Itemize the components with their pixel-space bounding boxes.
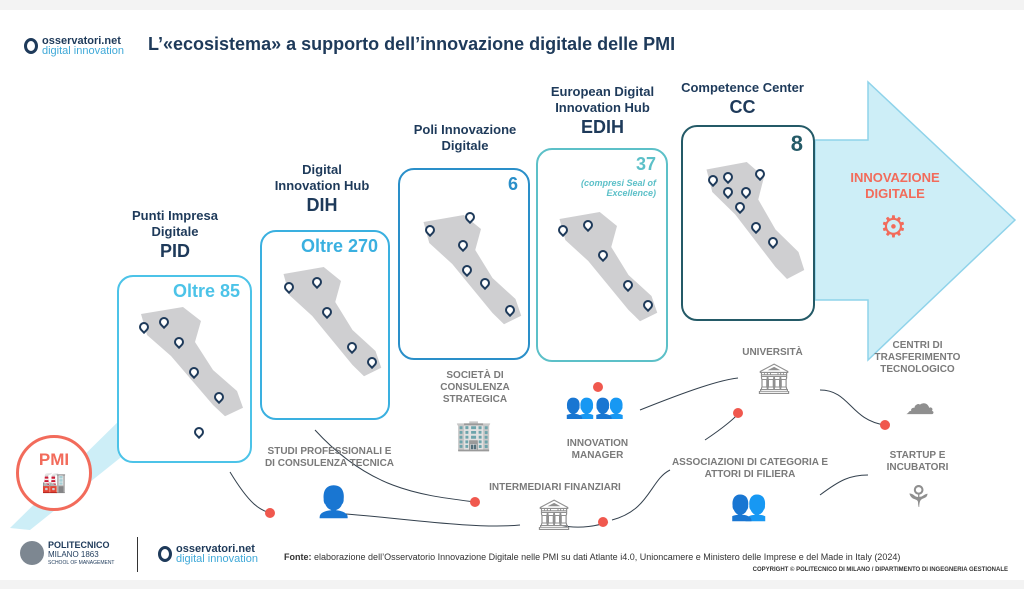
robot-arm-icon: ⚙	[880, 211, 907, 244]
actor-startup: STARTUP E INCUBATORI	[886, 450, 949, 473]
actor-associazioni: ASSOCIAZIONI DI CATEGORIA E ATTORI DI FI…	[671, 457, 829, 480]
factory-icon: 🏭	[41, 472, 67, 494]
connector-dot	[733, 408, 743, 418]
polimi-seal-icon	[20, 541, 44, 565]
connector-line	[819, 474, 869, 496]
page-title: L’«ecosistema» a supporto dell’innovazio…	[148, 34, 676, 54]
people-icon: 👥👥	[565, 393, 625, 420]
stage-note: (compresi Seal of Excellence)	[580, 178, 656, 198]
startup-icon: ⚘	[905, 481, 932, 514]
footer-divider	[137, 537, 138, 572]
map-pin-icon	[191, 424, 207, 440]
actor-centri: CENTRI DI TRASFERIMENTO TECNOLOGICO	[874, 340, 961, 375]
connector-line	[314, 429, 476, 503]
connector-dot	[598, 517, 608, 527]
source-note: Fonte: elaborazione dell’Osservatorio In…	[284, 552, 901, 562]
consultant-icon: 👤	[315, 486, 353, 519]
pmi-label: PMI	[38, 450, 70, 469]
university-icon: 🏛	[755, 363, 794, 396]
innovation-label: INNOVAZIONE DIGITALE	[850, 170, 940, 201]
stage-box-edih[interactable]: 37 (compresi Seal of Excellence)	[536, 148, 668, 362]
stage-label-poli: Poli Innovazione Digitale	[413, 122, 517, 153]
actor-universita: UNIVERSITÀ	[742, 347, 803, 358]
stage-box-poli[interactable]: 6	[398, 168, 530, 360]
actor-intermediari: INTERMEDIARI FINANZIARI	[489, 482, 621, 493]
stage-box-pid[interactable]: Oltre 85	[117, 275, 252, 463]
connector-line	[229, 471, 271, 514]
stage-count: 6	[507, 174, 518, 194]
stage-count: Oltre 85	[172, 281, 240, 301]
copyright: COPYRIGHT © POLITECNICO DI MILANO / DIPA…	[752, 567, 1008, 573]
pmi-circle: PMI 🏭	[16, 435, 92, 511]
actor-societa: SOCIETÀ DI CONSULENZA STRATEGICA	[440, 370, 510, 405]
connector-line	[639, 377, 739, 411]
connector-dot	[470, 497, 480, 507]
bank-icon: 🏛	[535, 499, 574, 532]
connector-dot	[880, 420, 890, 430]
cloud-network-icon: ☁	[905, 388, 935, 421]
connector-dot	[593, 382, 603, 392]
stage-count: 8	[790, 131, 803, 156]
innovation-arrow	[814, 80, 1017, 362]
stage-count: 37	[635, 154, 656, 174]
stage-box-cc[interactable]: 8	[681, 125, 815, 321]
connector-line	[611, 469, 671, 521]
actor-manager: INNOVATION MANAGER	[566, 438, 629, 461]
stage-count: Oltre 270	[300, 236, 378, 256]
stage-box-dih[interactable]: Oltre 270	[260, 230, 390, 420]
actor-studi: STUDI PROFESSIONALI E DI CONSULENZA TECN…	[264, 446, 395, 469]
connector-line	[819, 389, 886, 426]
group-icon: 👥	[730, 489, 768, 522]
building-icon: 🏢	[455, 419, 493, 452]
connector-dot	[265, 508, 275, 518]
connector-line	[329, 512, 521, 527]
